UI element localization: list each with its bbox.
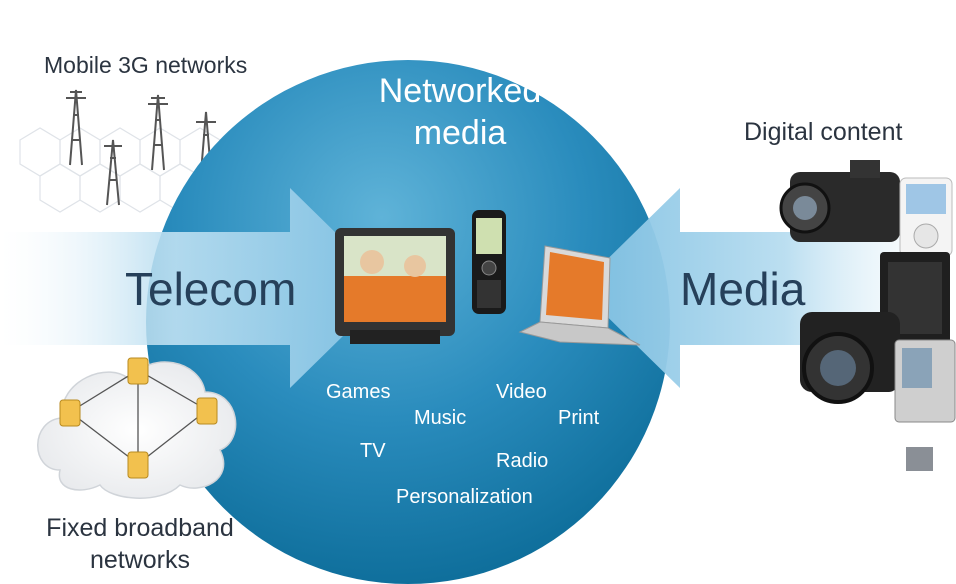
service-games: Games	[326, 381, 391, 403]
networked-media-line1: Networked	[378, 72, 542, 110]
telecom-arrow	[0, 188, 392, 388]
broadband-cloud	[37, 357, 237, 499]
camera-icon	[800, 312, 900, 404]
media-player-icon	[899, 177, 953, 257]
network-node-icon	[127, 357, 149, 385]
mobile-phone-icon	[472, 210, 506, 314]
service-print: Print	[558, 407, 600, 429]
photo-frame-icon	[894, 339, 956, 423]
media-label: Media	[680, 263, 806, 315]
service-video: Video	[496, 381, 547, 403]
cell-tower-icon	[66, 89, 216, 206]
network-node-icon	[127, 451, 149, 479]
digital-content-label: Digital content	[744, 118, 903, 146]
networked-media-title: Networked media	[360, 70, 560, 154]
grey-square-marker	[906, 447, 933, 471]
network-node-icon	[196, 397, 218, 425]
fixed-broadband-label: Fixed broadband networks	[30, 512, 250, 576]
tv-device-icon	[335, 228, 455, 344]
service-music: Music	[414, 407, 467, 429]
fixed-broadband-line1: Fixed broadband	[46, 514, 234, 542]
network-node-icon	[59, 399, 81, 427]
networked-media-line2: media	[413, 114, 507, 152]
mobile-networks-label: Mobile 3G networks	[44, 52, 248, 78]
laptop-icon	[518, 245, 641, 346]
telecom-label: Telecom	[125, 263, 297, 315]
fixed-broadband-line2: networks	[89, 546, 191, 574]
service-radio: Radio	[496, 450, 549, 472]
service-tv: TV	[360, 440, 386, 462]
camcorder-icon	[779, 160, 900, 242]
service-personalization: Personalization	[396, 486, 533, 508]
